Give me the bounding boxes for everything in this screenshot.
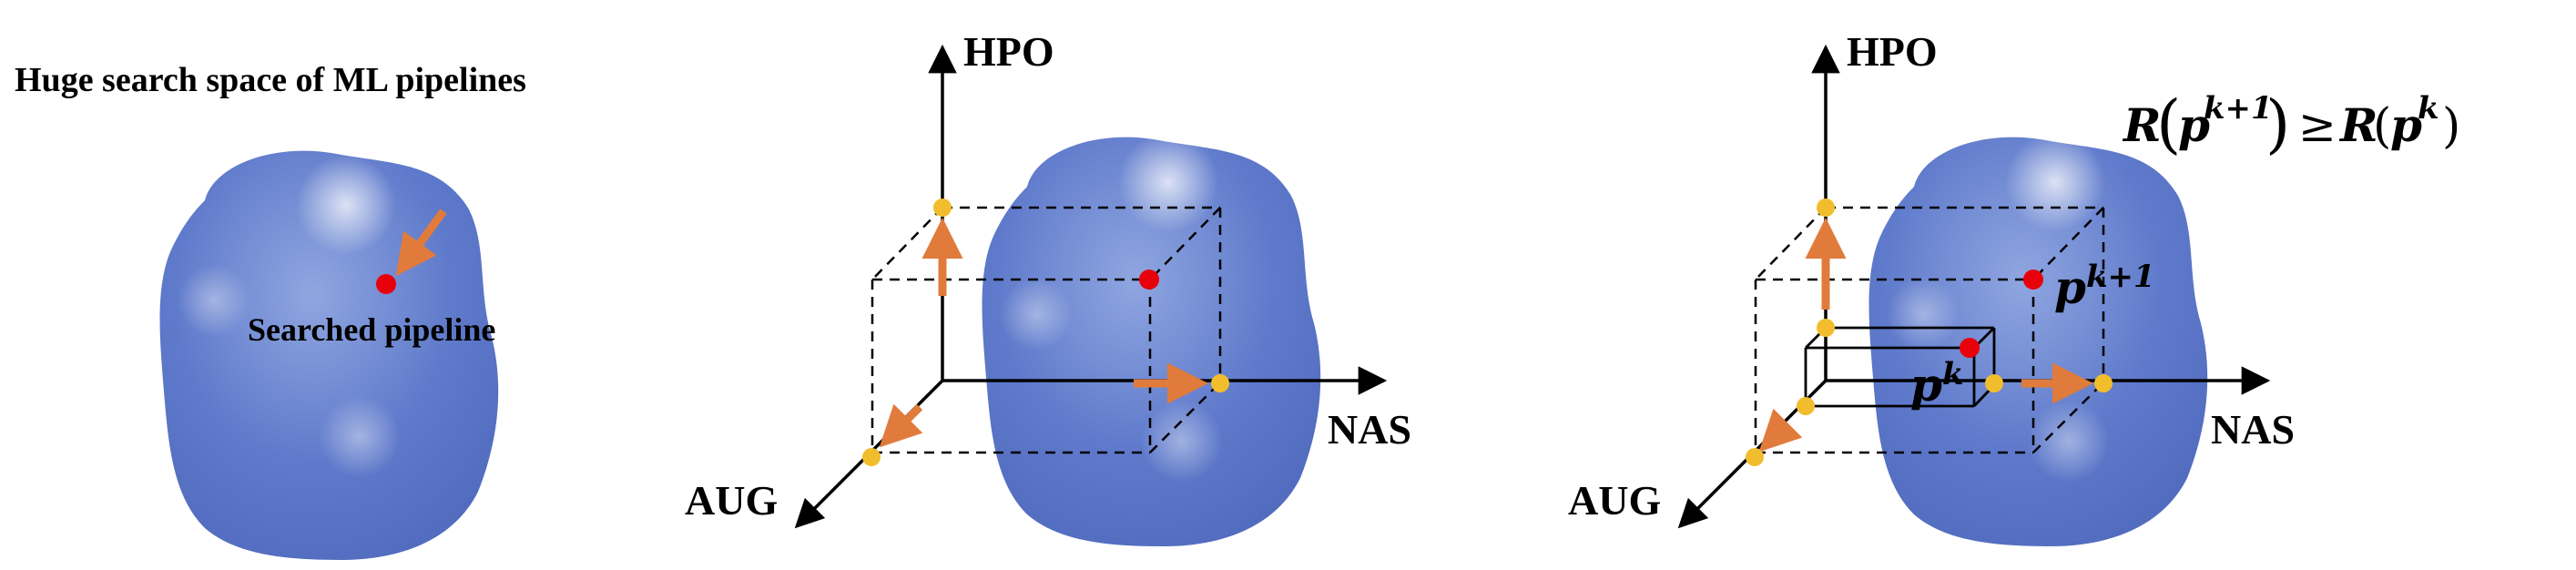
svg-text:p: p xyxy=(2390,98,2422,152)
dashed-cube xyxy=(871,206,1222,454)
svg-text:R: R xyxy=(2122,98,2162,152)
axis-aug-label: AUG xyxy=(685,477,778,524)
label-p-current: pk xyxy=(1910,356,1964,412)
reward-formula: R ( p k+1 ) ≥ R ( p k ) xyxy=(2122,87,2460,161)
orange-arrow xyxy=(1758,408,1803,453)
axis-nas-label: NAS xyxy=(2211,406,2295,453)
hpo-dot xyxy=(933,198,952,217)
svg-text:k+1: k+1 xyxy=(2204,90,2273,127)
aug-dot xyxy=(1746,448,1764,466)
svg-text:p: p xyxy=(2178,98,2210,152)
svg-text:(: ( xyxy=(2156,87,2181,161)
hpo-dot-near xyxy=(1817,319,1835,337)
search-space-blob-3 xyxy=(1868,132,2208,546)
search-space-blob-1 xyxy=(159,150,499,560)
searched-pipeline-label: Searched pipeline xyxy=(248,311,495,348)
panel-2: HPO NAS AUG xyxy=(685,28,1411,546)
panel-1: Huge search space of ML pipelines Search… xyxy=(15,61,526,560)
dashed-cube xyxy=(1754,206,2105,454)
svg-text:): ) xyxy=(2442,99,2460,154)
nas-dot-near xyxy=(1985,374,2003,392)
panel-3: HPO NAS AUG xyxy=(1568,28,2460,546)
aug-dot-near xyxy=(1797,397,1815,415)
svg-text:R: R xyxy=(2338,98,2378,152)
svg-text:k: k xyxy=(2418,90,2439,127)
axis-aug-label: AUG xyxy=(1568,477,1661,524)
searched-pipeline-dot xyxy=(376,274,396,294)
orange-arrow xyxy=(879,403,923,448)
svg-text:): ) xyxy=(2265,87,2290,161)
search-space-blob-2 xyxy=(982,132,1321,546)
pipeline-dot xyxy=(1139,270,1159,290)
orange-arrow xyxy=(395,209,447,277)
pipeline-dot-next xyxy=(2023,270,2043,290)
hpo-dot xyxy=(1817,198,1835,217)
axis-hpo-label: HPO xyxy=(1847,28,1938,75)
axis-hpo-label: HPO xyxy=(963,28,1054,75)
pipeline-dot-current xyxy=(1960,338,1980,358)
svg-text:≥: ≥ xyxy=(2298,99,2337,152)
svg-text:(: ( xyxy=(2373,99,2391,154)
panel-1-title: Huge search space of ML pipelines xyxy=(15,61,526,99)
label-p-next: pk+1 xyxy=(2054,259,2155,314)
nas-dot xyxy=(1211,374,1229,392)
aug-dot xyxy=(862,448,881,466)
nas-dot xyxy=(2094,374,2113,392)
axis-nas-label: NAS xyxy=(1328,406,1411,453)
